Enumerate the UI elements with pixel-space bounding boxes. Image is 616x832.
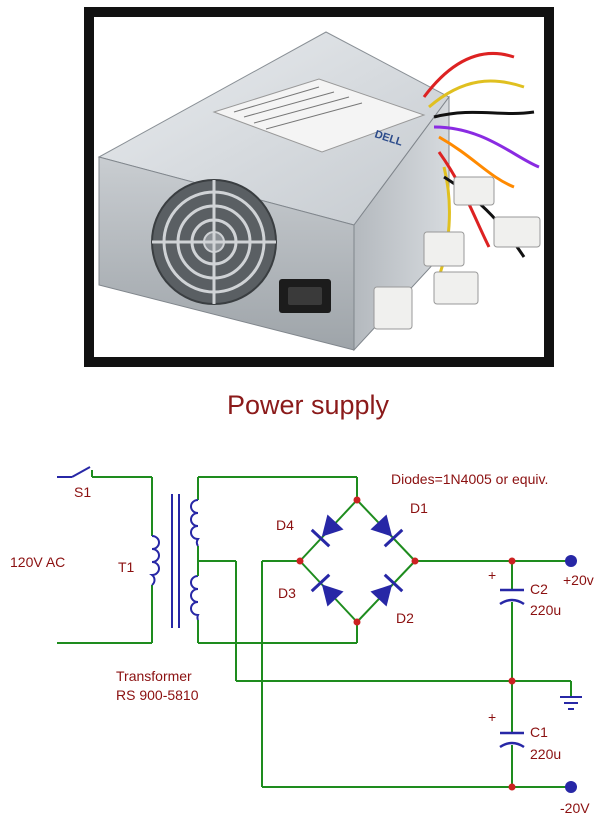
c2-polarity-mark: + [488,567,496,583]
psu-spec-label [212,78,426,153]
junction-nodes [296,496,516,791]
photo-frame: DELL [84,7,554,367]
page-title: Power supply [226,390,390,420]
psu-label-text-lines [233,86,363,130]
diode-d1-label: D1 [410,500,428,516]
diode-d2-label: D2 [396,610,414,626]
transformer-ref-label: T1 [118,559,135,575]
c2-value-label: 220u [530,602,561,618]
transformer-caption-line1: Transformer [116,668,192,684]
schematic-wires [57,476,572,788]
c1-ref-label: C1 [530,724,548,740]
diode-d1-symbol [370,514,404,548]
positive-output-terminal [565,555,577,567]
capacitor-c1-symbol [499,731,525,749]
psu-illustration: DELL [97,31,541,352]
positive-output-label: +20v [563,572,594,588]
switch-s1-symbol [57,466,93,478]
transformer-caption-line2: RS 900-5810 [116,687,199,703]
diode-bridge [299,499,416,623]
capacitor-c2-symbol [499,588,525,606]
diode-d4-symbol [310,514,344,548]
switch-label: S1 [74,484,91,500]
rectifier-schematic: Diodes=1N4005 or equiv. S1 120V AC T1 Tr… [10,466,594,816]
psu-photo: DELL [94,17,544,357]
negative-output-terminal [565,781,577,793]
c1-polarity-mark: + [488,709,496,725]
diode-d3-label: D3 [278,585,296,601]
fan-grille [151,179,277,305]
c2-ref-label: C2 [530,581,548,597]
diode-note: Diodes=1N4005 or equiv. [391,471,548,487]
ground-symbol [560,696,582,710]
diode-d4-label: D4 [276,517,294,533]
c1-value-label: 220u [530,746,561,762]
molex-connectors [373,176,541,330]
diode-d3-symbol [310,573,344,607]
input-voltage-label: 120V AC [10,554,65,570]
negative-output-label: -20V [560,800,590,816]
transformer-t1-symbol [149,494,200,628]
diode-d2-symbol [370,573,404,607]
